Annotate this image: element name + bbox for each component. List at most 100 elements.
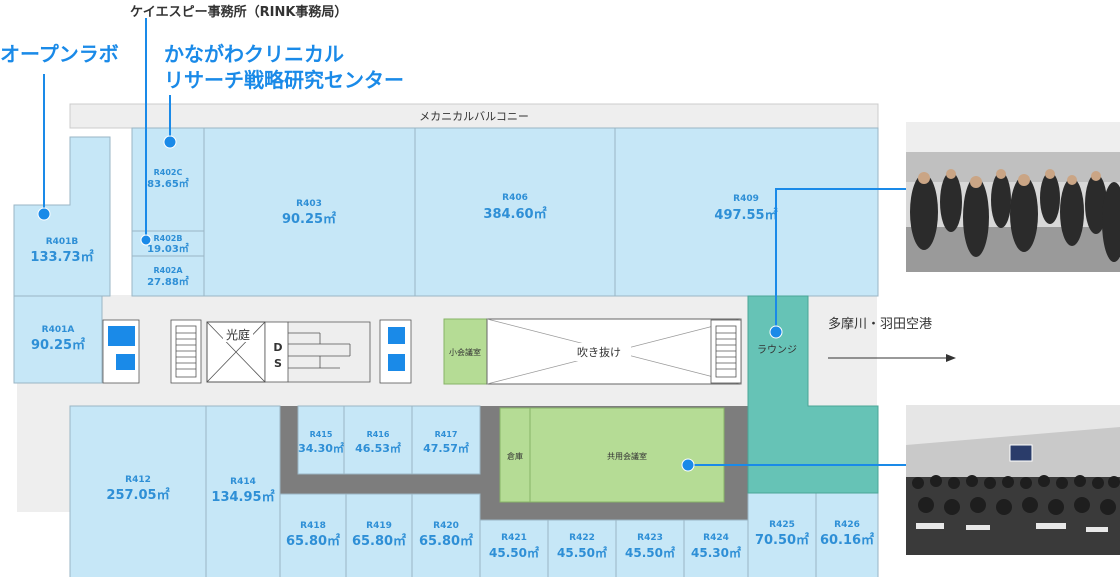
- room-label-r419: R419: [366, 521, 392, 531]
- room-area-r417: 47.57㎡: [423, 441, 469, 455]
- room-area-r403: 90.25㎡: [282, 211, 336, 227]
- shared-meeting-room[interactable]: [529, 407, 725, 503]
- lounge[interactable]: [747, 295, 879, 494]
- room-r414[interactable]: [205, 405, 281, 577]
- stair-right-lines: [716, 332, 736, 370]
- room-r419[interactable]: [345, 493, 413, 577]
- room-r401b[interactable]: [13, 136, 111, 297]
- small-meeting-room[interactable]: [443, 318, 488, 385]
- pointer-dot-lounge: [769, 325, 783, 339]
- room-r415[interactable]: [297, 405, 345, 475]
- stair-left: [170, 319, 202, 384]
- direction-arrow: [828, 354, 956, 362]
- room-label-r422: R422: [569, 533, 595, 543]
- room-label-r406: R406: [502, 193, 528, 203]
- elevator-bank-left: [102, 319, 140, 384]
- kanagawa-heading-line1: かながわクリニカル: [164, 42, 344, 66]
- networking-photo: [906, 122, 1120, 272]
- atrium: [486, 318, 742, 385]
- networking-photo-art: [906, 122, 1120, 272]
- room-area-r406: 384.60㎡: [483, 206, 546, 222]
- stair-right: [710, 319, 742, 384]
- room-r420[interactable]: [411, 493, 481, 577]
- room-area-r401b: 133.73㎡: [30, 249, 93, 265]
- room-label-r402a: R402A: [153, 266, 183, 275]
- room-area-r416: 46.53㎡: [355, 441, 401, 455]
- ds-label-d: D: [273, 341, 282, 354]
- room-label-r416: R416: [367, 430, 390, 439]
- room-r422[interactable]: [547, 519, 617, 577]
- elevator-bank-right: [379, 319, 412, 384]
- room-area-r409: 497.55㎡: [714, 207, 777, 223]
- open-lab-heading: オープンラボ: [0, 42, 119, 66]
- room-label-r417: R417: [435, 430, 458, 439]
- kanagawa-heading-line2: リサーチ戦略研究センター: [164, 68, 404, 92]
- room-label-r402b: R402B: [154, 234, 183, 243]
- room-area-r422: 45.50㎡: [557, 545, 607, 560]
- room-r423[interactable]: [615, 519, 685, 577]
- room-area-r426: 60.16㎡: [820, 532, 874, 548]
- room-r425[interactable]: [747, 492, 817, 577]
- small-meeting-room-label: 小会議室: [449, 347, 481, 357]
- room-label-r412: R412: [125, 475, 151, 485]
- lounge-label: ラウンジ: [757, 344, 797, 356]
- pointer-dot-shared: [681, 458, 695, 472]
- room-label-r421: R421: [501, 533, 527, 543]
- room-area-r402a: 27.88㎡: [147, 275, 189, 288]
- direction-label: 多摩川・羽田空港: [828, 316, 932, 332]
- room-area-r414: 134.95㎡: [211, 489, 274, 505]
- storage-room[interactable]: [499, 407, 531, 503]
- room-area-r424: 45.30㎡: [691, 545, 741, 560]
- kspi-office-heading: ケイエスピー事務所（RINK事務局）: [130, 5, 348, 20]
- room-area-r415: 34.30㎡: [298, 441, 344, 455]
- pointer-dot-open-lab: [37, 207, 51, 221]
- room-r403[interactable]: [203, 127, 416, 297]
- room-r409[interactable]: [614, 127, 879, 297]
- room-area-r423: 45.50㎡: [625, 545, 675, 560]
- room-r416[interactable]: [343, 405, 413, 475]
- room-label-r423: R423: [637, 533, 663, 543]
- ds-label-s: S: [274, 357, 282, 370]
- room-area-r425: 70.50㎡: [755, 532, 809, 548]
- room-area-r401a: 90.25㎡: [31, 337, 85, 353]
- room-r402a[interactable]: [131, 255, 205, 297]
- pointer-dot-kspi: [140, 234, 152, 246]
- room-area-r421: 45.50㎡: [489, 545, 539, 560]
- light-court-label: 光庭: [226, 327, 250, 342]
- seminar-photo: [906, 405, 1120, 555]
- mechanical-balcony-label: メカニカルバルコニー: [419, 110, 529, 123]
- room-area-r419: 65.80㎡: [352, 533, 406, 549]
- room-label-r401b: R401B: [46, 237, 79, 247]
- stair-left-lines: [176, 332, 196, 370]
- room-label-r403: R403: [296, 199, 322, 209]
- room-label-r402c: R402C: [154, 168, 183, 177]
- room-label-r425: R425: [769, 520, 795, 530]
- room-r426[interactable]: [815, 492, 879, 577]
- room-r401a[interactable]: [13, 295, 103, 384]
- room-label-r415: R415: [310, 430, 333, 439]
- room-label-r401a: R401A: [42, 325, 75, 335]
- room-area-r402b: 19.03㎡: [147, 242, 189, 255]
- room-label-r418: R418: [300, 521, 326, 531]
- room-label-r426: R426: [834, 520, 860, 530]
- light-court: [206, 321, 266, 383]
- room-label-r424: R424: [703, 533, 729, 543]
- room-r417[interactable]: [411, 405, 481, 475]
- room-area-r412: 257.05㎡: [106, 487, 169, 503]
- ds-shaft: [264, 321, 371, 383]
- room-label-r409: R409: [733, 194, 759, 204]
- room-r406[interactable]: [414, 127, 616, 297]
- shared-meeting-room-label: 共用会議室: [607, 451, 647, 461]
- seminar-photo-art: [906, 405, 1120, 555]
- room-r424[interactable]: [683, 519, 749, 577]
- room-label-r420: R420: [433, 521, 459, 531]
- pointer-dot-kanagawa: [163, 135, 177, 149]
- room-label-r414: R414: [230, 477, 256, 487]
- room-r412[interactable]: [69, 405, 207, 577]
- storage-label: 倉庫: [507, 451, 523, 461]
- room-area-r402c: 83.65㎡: [147, 177, 189, 190]
- pointer-line-lounge: [775, 188, 906, 332]
- room-r418[interactable]: [279, 493, 347, 577]
- room-area-r420: 65.80㎡: [419, 533, 473, 549]
